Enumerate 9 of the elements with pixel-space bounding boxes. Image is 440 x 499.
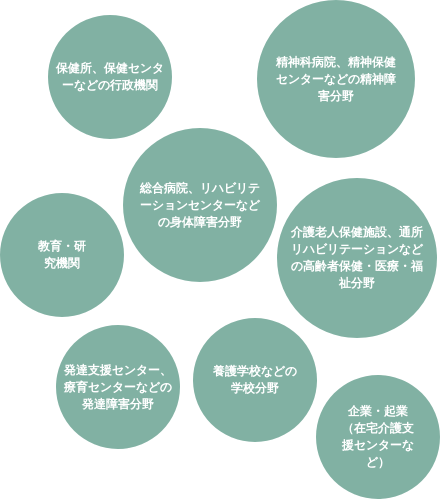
category-circle <box>316 375 440 499</box>
circle-label: 総合病院、リハビリテーションセンターなどの身体障害分野 <box>138 180 262 230</box>
circle-label: 精神科病院、精神保健センターなどの精神障害分野 <box>274 54 397 104</box>
circle-label: 養護学校などの学校分野 <box>212 363 298 397</box>
circle-label: 保健所、保健センターなどの行政機関 <box>54 60 165 94</box>
circle-label: 介護老人保健施設、通所リハビリテーションなどの高齢者保健・医療・福祉分野 <box>290 224 424 292</box>
circle-label: 企業・起業（在宅介護支援センターなど） <box>340 403 415 471</box>
circle-label: 教育・研究機関 <box>36 238 87 272</box>
circle-label: 発達支援センター、療育センターなどの発達障害分野 <box>62 362 173 412</box>
